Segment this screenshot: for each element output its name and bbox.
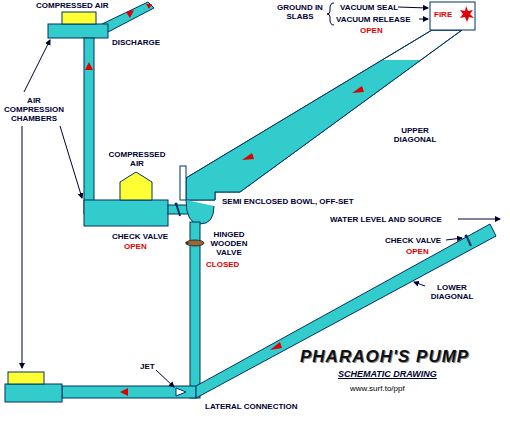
valve-label: CHECK VALVE xyxy=(385,236,441,245)
state-label: OPEN xyxy=(124,242,147,251)
chamber-label: AIR COMPRESSION CHAMBERS xyxy=(2,96,66,123)
down-pipe xyxy=(190,222,200,398)
leader-line xyxy=(446,238,462,240)
leader-line xyxy=(22,7,500,387)
top-chamber xyxy=(62,12,96,24)
seal-label: VACUUM RELEASE xyxy=(336,15,411,24)
web-address: www.surf.to/ppf xyxy=(350,384,405,393)
upper-diagonal xyxy=(186,60,421,200)
flow-arrow xyxy=(120,388,128,396)
leader-line xyxy=(156,370,174,387)
pipe-label: UPPER DIAGONAL xyxy=(384,126,446,144)
bottom-chamber xyxy=(5,372,62,402)
middle-chamber xyxy=(120,172,152,200)
left-riser-pipe xyxy=(84,38,94,214)
vacuum-seal-chamber xyxy=(430,2,475,30)
discharge-pipe xyxy=(102,2,154,32)
middle-chamber xyxy=(84,200,168,226)
fire-label: FIRE xyxy=(434,10,452,19)
check-valve-pipe xyxy=(175,203,178,206)
bracket xyxy=(327,3,334,25)
top-chamber xyxy=(48,24,108,38)
lower-diagonal xyxy=(196,224,496,398)
leader-line xyxy=(24,40,50,92)
source-label: WATER LEVEL AND SOURCE xyxy=(330,215,442,224)
lower-diagonal xyxy=(465,235,468,238)
vacuum-seal-chamber xyxy=(430,2,475,30)
vacuum-seal-chamber xyxy=(460,6,474,22)
upper-diagonal xyxy=(180,30,462,200)
note-label: GROUND IN SLABS xyxy=(272,3,328,21)
state-label: OPEN xyxy=(360,26,383,35)
leader-line xyxy=(458,219,500,220)
leader-line xyxy=(60,126,82,198)
discharge-pipe xyxy=(102,2,154,32)
flow-arrow xyxy=(352,86,364,93)
bottom-chamber xyxy=(5,384,62,402)
middle-chamber xyxy=(84,172,168,226)
semi-enclosed-bowl xyxy=(186,200,214,224)
leader-line xyxy=(414,282,425,286)
leader-line xyxy=(398,7,428,8)
left-riser-pipe xyxy=(84,38,94,214)
down-pipe xyxy=(190,222,200,398)
leader-line xyxy=(419,19,428,20)
pipe-label: LATERAL CONNECTION xyxy=(205,402,298,411)
valve-label: HINGED WOODEN VALVE xyxy=(206,230,252,257)
flow-arrow xyxy=(242,153,254,160)
flow-arrow xyxy=(270,342,282,350)
flow-arrow xyxy=(146,4,152,9)
flow-arrow xyxy=(126,10,134,18)
top-chamber xyxy=(48,12,108,38)
upper-diagonal xyxy=(186,30,462,200)
hinged-wooden-valve xyxy=(186,240,205,246)
pipe-label: DISCHARGE xyxy=(112,38,160,47)
lateral-pipe xyxy=(62,386,196,398)
semi-enclosed-bowl xyxy=(186,200,214,224)
chamber-label: COMPRESSED AIR xyxy=(36,1,109,10)
lateral-pipe xyxy=(62,386,196,398)
valve-label: CHECK VALVE xyxy=(112,232,168,241)
bracket xyxy=(327,3,334,25)
lower-diagonal xyxy=(196,224,496,398)
seal-label: VACUUM SEAL xyxy=(340,3,398,12)
leader-line xyxy=(22,126,23,368)
upper-diagonal xyxy=(186,30,462,200)
flow-arrow xyxy=(85,4,364,396)
jet-label: JET xyxy=(140,362,155,371)
bottom-chamber xyxy=(8,372,44,384)
state-label: CLOSED xyxy=(206,260,239,269)
chamber-label: COMPRESSED AIR xyxy=(106,150,168,168)
hinged-wooden-valve xyxy=(186,242,189,245)
hinged-wooden-valve xyxy=(186,240,204,246)
bowl-label: SEMI ENCLOSED BOWL, OFF-SET xyxy=(222,197,354,206)
pipe-label: LOWER DIAGONAL xyxy=(427,283,477,301)
subtitle: SCHEMATIC DRAWING xyxy=(338,369,437,380)
lateral-pipe xyxy=(176,388,186,396)
flow-arrow xyxy=(85,62,93,70)
upper-diagonal xyxy=(180,166,186,200)
diagram-title: PHARAOH'S PUMP xyxy=(300,347,469,366)
state-label: OPEN xyxy=(406,247,429,256)
